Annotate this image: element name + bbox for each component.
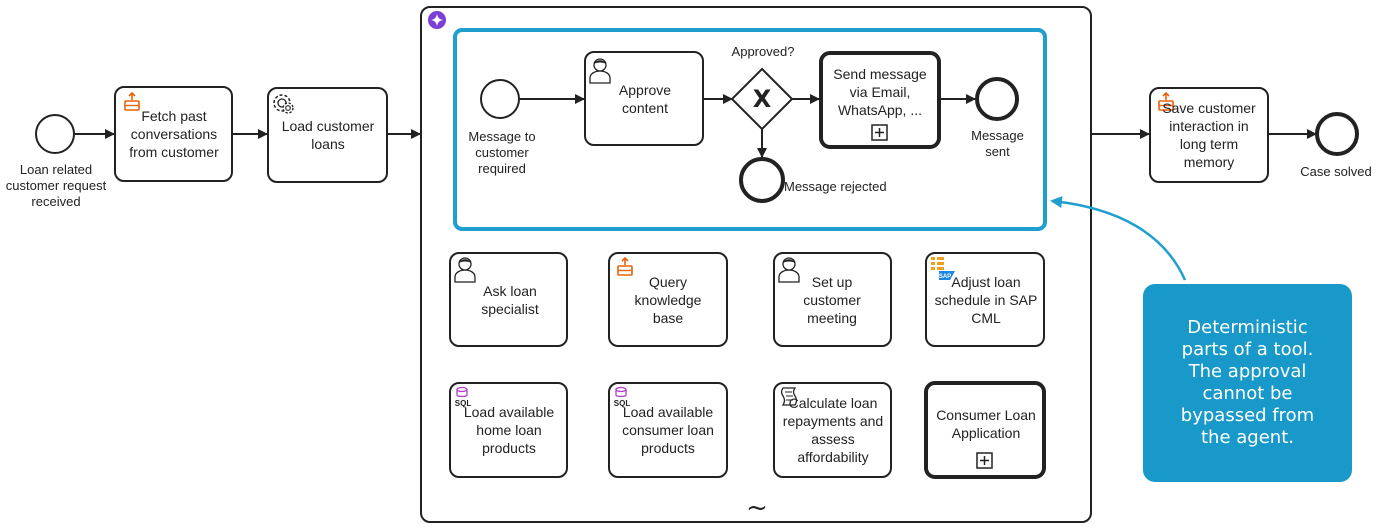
calc-label: Calculate loan repayments and assess aff… bbox=[782, 395, 884, 465]
inner-start-label: Message to customer required bbox=[468, 129, 536, 176]
load-loans-task-label: Load customer loans bbox=[281, 118, 375, 152]
approve-task-label: Approve content bbox=[618, 82, 672, 116]
deterministic-region bbox=[453, 28, 1047, 231]
consumer-loan-application-subprocess[interactable] bbox=[924, 381, 1046, 479]
calculate-repayments-task[interactable] bbox=[773, 382, 892, 478]
start-event[interactable] bbox=[35, 114, 75, 154]
sql-mark-text: SQL bbox=[614, 399, 631, 408]
setup-meeting-label: Set up customer meeting bbox=[803, 274, 861, 326]
plus-box-icon bbox=[871, 124, 888, 141]
memory-icon bbox=[617, 256, 633, 276]
inner-start-event[interactable] bbox=[480, 79, 520, 119]
fetch-conversations-task[interactable] bbox=[114, 86, 233, 182]
inner-end-label: Message sent bbox=[971, 128, 1024, 159]
save-interaction-task[interactable] bbox=[1149, 87, 1269, 183]
send-message-subprocess[interactable] bbox=[819, 51, 941, 149]
ask-loan-specialist-task[interactable] bbox=[449, 252, 568, 347]
gateway-x-icon: X bbox=[752, 85, 772, 113]
load-consumer-loan-task[interactable] bbox=[608, 382, 728, 478]
load-customer-loans-task[interactable] bbox=[267, 87, 388, 183]
message-sent-end-event[interactable] bbox=[975, 77, 1019, 121]
load-home-loan-task[interactable] bbox=[449, 382, 568, 478]
sql-icon: SQL bbox=[614, 386, 631, 408]
plus-box-icon bbox=[976, 452, 993, 469]
adhoc-marker: ~ bbox=[746, 493, 768, 523]
script-icon bbox=[780, 387, 798, 406]
user-icon bbox=[589, 58, 611, 84]
sap-icon: SAP bbox=[931, 257, 955, 280]
fetch-task-label: Fetch past conversations from customer bbox=[129, 108, 219, 160]
sparkle-icon bbox=[428, 11, 446, 29]
gear-icon bbox=[273, 94, 294, 114]
save-task-label: Save customer interaction in long term m… bbox=[1162, 100, 1256, 170]
sql-mark-text: SQL bbox=[455, 399, 472, 408]
callout-text: Deterministic parts of a tool. The appro… bbox=[1180, 317, 1315, 448]
adjust-schedule-label: Adjust loan schedule in SAP CML bbox=[934, 274, 1038, 326]
send-task-label: Send message via Email, WhatsApp, ... bbox=[833, 66, 927, 118]
callout-box bbox=[1143, 284, 1352, 482]
application-label: Consumer Loan Application bbox=[936, 407, 1036, 441]
consumer-loan-label: Load available consumer loan products bbox=[622, 404, 714, 456]
message-rejected-end-event[interactable] bbox=[739, 157, 785, 203]
adjust-loan-schedule-task[interactable] bbox=[925, 252, 1045, 347]
sap-mark-text: SAP bbox=[939, 274, 951, 280]
approval-gateway[interactable] bbox=[730, 67, 794, 131]
start-event-label: Loan related customer request received bbox=[5, 162, 107, 209]
case-solved-end-event[interactable] bbox=[1315, 112, 1359, 156]
gateway-label: Approved? bbox=[731, 44, 795, 59]
end-event-label: Case solved bbox=[1300, 164, 1372, 179]
home-loan-label: Load available home loan products bbox=[463, 404, 555, 456]
memory-icon bbox=[1158, 91, 1174, 111]
query-kb-label: Query knowledge base bbox=[634, 274, 702, 326]
rejected-label: Message rejected bbox=[784, 179, 887, 194]
user-icon bbox=[454, 257, 476, 283]
setup-customer-meeting-task[interactable] bbox=[773, 252, 892, 347]
user-icon bbox=[778, 257, 800, 283]
callout-arrow bbox=[1050, 196, 1187, 281]
memory-icon bbox=[124, 91, 140, 111]
query-knowledge-base-task[interactable] bbox=[608, 252, 728, 347]
ask-specialist-label: Ask loan specialist bbox=[481, 283, 539, 317]
approve-content-task[interactable] bbox=[584, 51, 704, 146]
sql-icon: SQL bbox=[455, 386, 472, 408]
